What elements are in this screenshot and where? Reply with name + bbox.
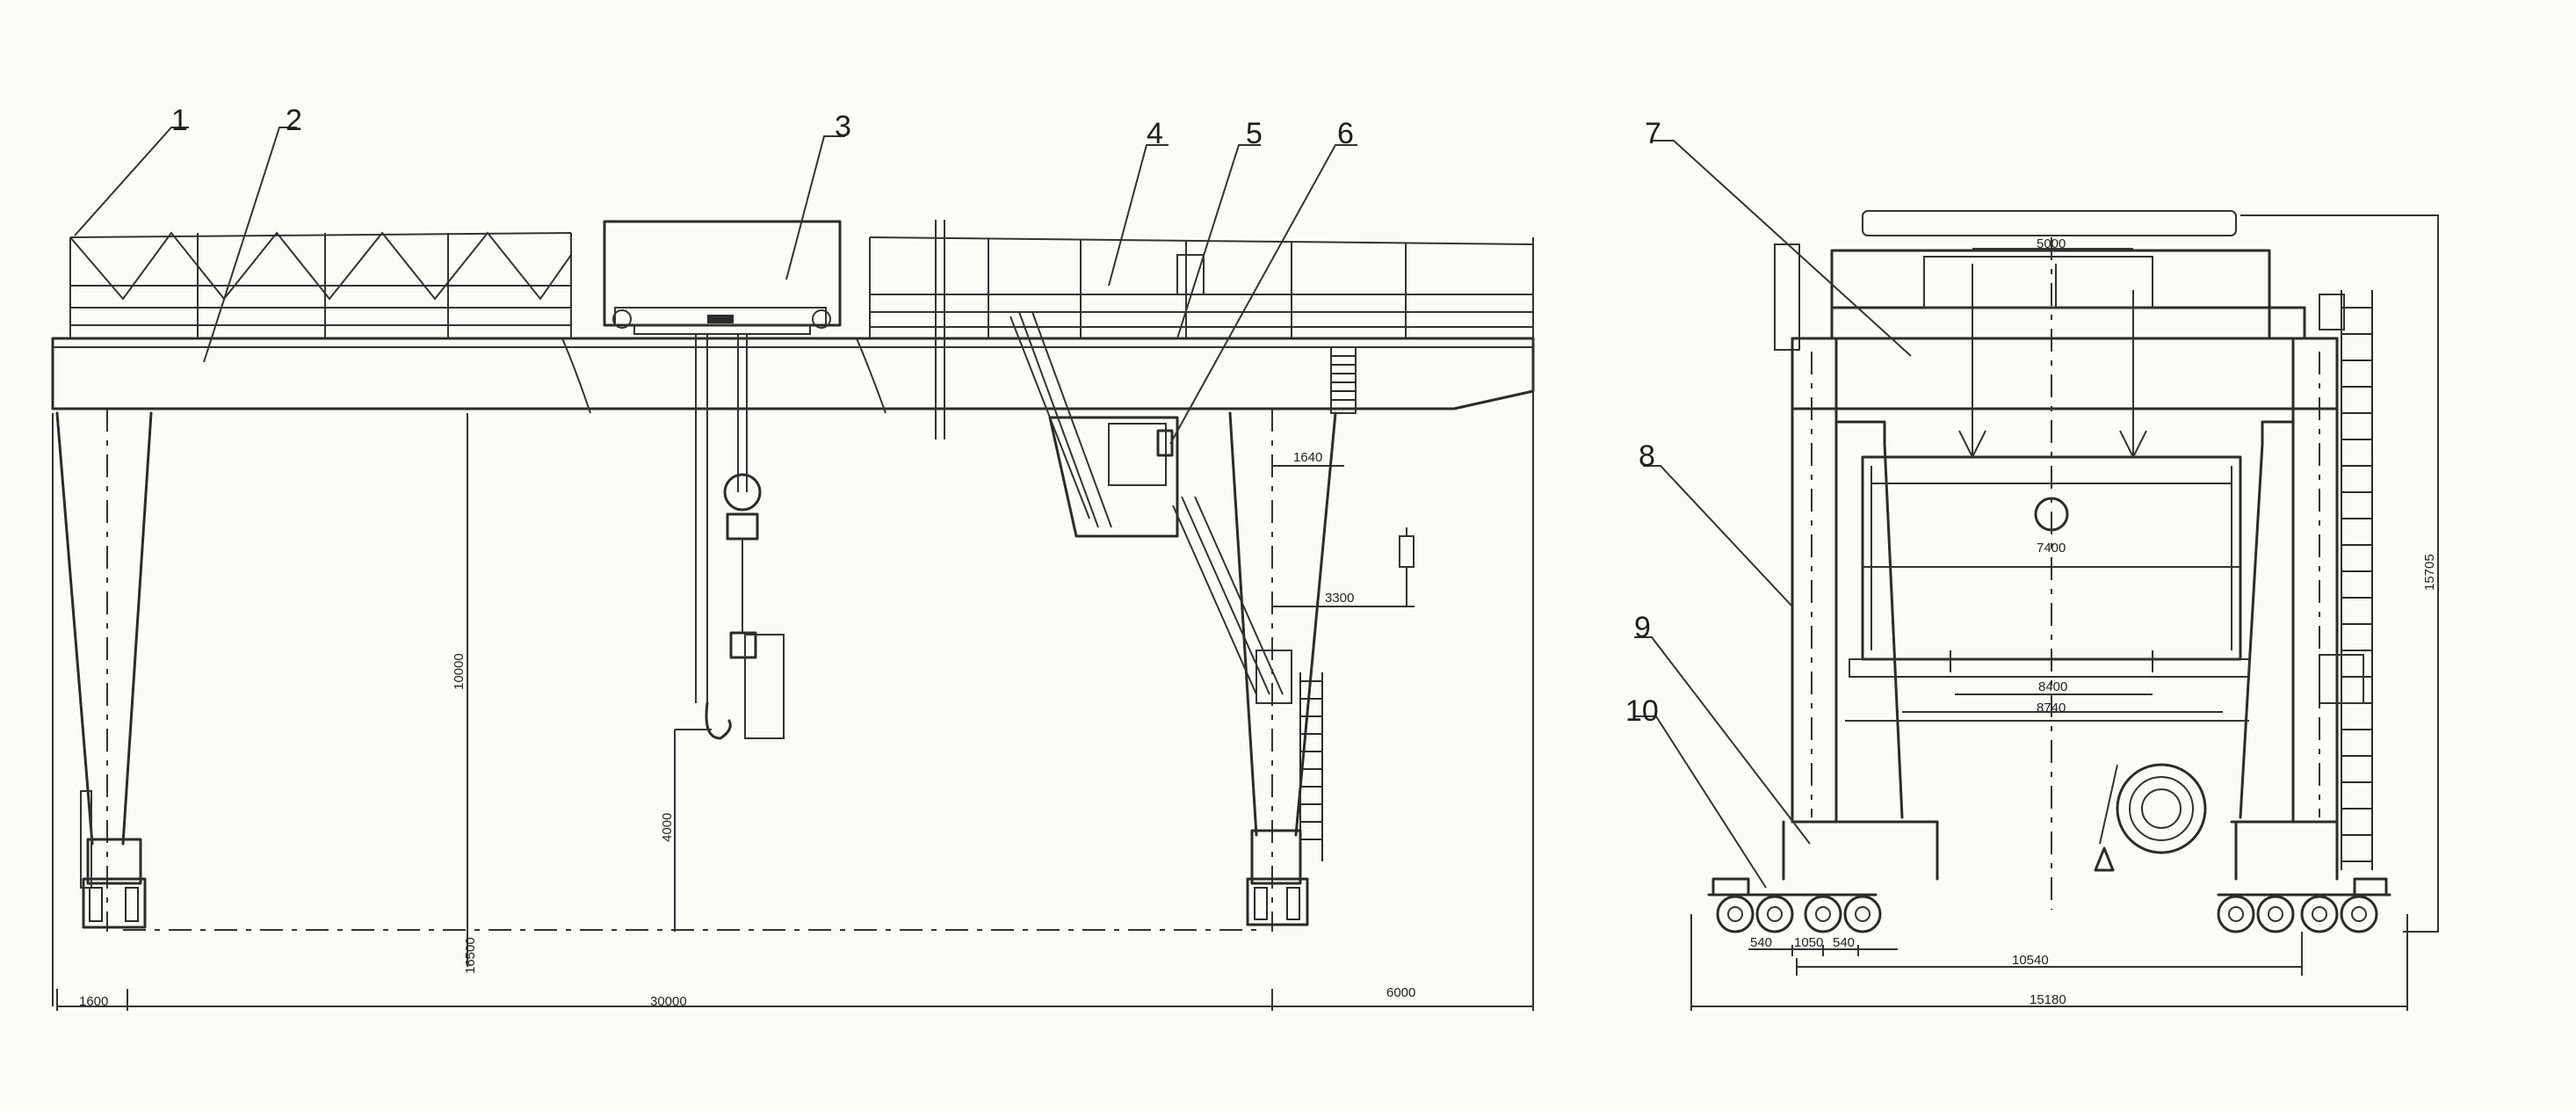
callout-8: 8	[1639, 439, 1655, 473]
side-trolley-top	[1862, 210, 2237, 236]
callout-3: 3	[835, 110, 851, 143]
side-ladder	[2319, 290, 2373, 870]
walkway-railing	[69, 231, 1534, 338]
dim-inner-width-2: 8740	[2037, 701, 2066, 715]
trolley	[603, 220, 842, 335]
side-trolley	[1774, 243, 2306, 351]
dim-lift-below: 4000	[660, 813, 675, 842]
dim-wheel-spacing-b: 1050	[1794, 935, 1823, 950]
dim-right-overhang: 6000	[1386, 985, 1415, 1000]
side-view: 5000 7400 8400 8740 15705 540 1050 540 1…	[1690, 210, 2439, 1011]
dim-trolley-gauge: 5000	[2037, 236, 2066, 251]
dim-track-gauge: 10540	[2012, 953, 2049, 968]
callout-10: 10	[1625, 694, 1659, 728]
side-bogies	[1707, 820, 2391, 933]
side-spreader	[1849, 237, 2250, 910]
side-legs	[1791, 337, 2339, 824]
left-leg	[55, 407, 156, 932]
hook-symbol	[1399, 527, 1415, 606]
front-view: 1600 30000 6000 10000 4000 16500 1640 33…	[51, 220, 1535, 1011]
callout-5: 5	[1246, 117, 1263, 150]
dim-wheel-spacing-c: 540	[1833, 935, 1855, 950]
dim-spreader-width: 7400	[2037, 541, 2066, 556]
front-dimensions	[52, 237, 1534, 1011]
dim-hook-offset: 3300	[1325, 591, 1354, 606]
hoist-assembly	[695, 334, 785, 740]
callout-6: 6	[1337, 117, 1354, 150]
side-cross-beam	[1791, 337, 2339, 410]
main-girder	[51, 220, 1535, 439]
callout-9: 9	[1634, 611, 1651, 644]
dim-inner-width-1: 8400	[2038, 679, 2067, 694]
callout-2: 2	[286, 104, 302, 137]
callouts: 1 2 3 4 5 6 7 8 9 10	[74, 104, 1912, 889]
callout-1: 1	[171, 104, 188, 137]
side-cable-drum	[2094, 763, 2207, 872]
callout-4: 4	[1147, 117, 1163, 150]
dim-cab-offset: 1640	[1293, 450, 1322, 465]
dim-span: 30000	[650, 994, 687, 1009]
side-dimensions	[1690, 214, 2439, 1011]
dim-wheel-spacing-a: 540	[1750, 935, 1772, 950]
dim-left-overhang: 1600	[79, 994, 108, 1009]
dim-total-height-front: 16500	[463, 937, 478, 974]
dim-lift-height: 10000	[452, 653, 467, 690]
callout-7: 7	[1645, 117, 1661, 150]
operator-cab	[1009, 311, 1292, 704]
dim-overall-width: 15180	[2030, 992, 2066, 1007]
dim-total-height-side: 15705	[2422, 554, 2437, 591]
